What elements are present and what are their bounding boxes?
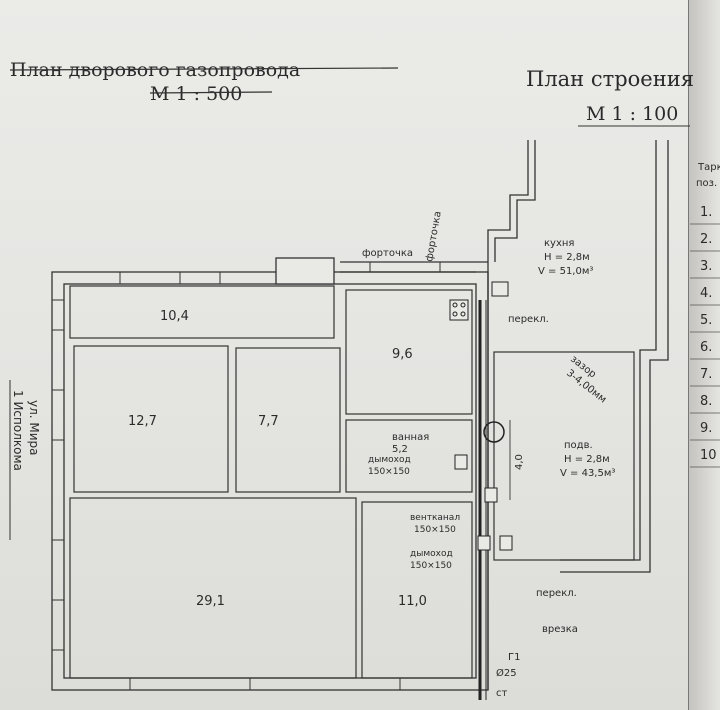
kitchen-name: кухня bbox=[544, 238, 574, 249]
label-pereks-bottom: перекл. bbox=[536, 588, 577, 599]
label-dymokhod-1: дымоход bbox=[368, 455, 411, 465]
strike-line bbox=[149, 91, 273, 94]
label-dim-vertical: 4,0 bbox=[514, 454, 525, 470]
side-table-head-2: поз. bbox=[696, 178, 717, 189]
label-st: ст bbox=[496, 688, 507, 699]
street-name-2: 1 Исполкома bbox=[11, 390, 25, 471]
house-outer-walls bbox=[51, 257, 489, 691]
room-area-12-7: 12,7 bbox=[128, 414, 157, 429]
label-dymokhod-1-size: 150×150 bbox=[368, 467, 410, 477]
side-table-row-number: 2. bbox=[700, 232, 712, 247]
street-name: ул. Мира bbox=[27, 400, 41, 456]
header-right-title: План строения bbox=[526, 67, 694, 91]
basement-height: H = 2,8м bbox=[564, 454, 610, 465]
side-table-row-number: 9. bbox=[700, 421, 712, 436]
room-area-9-6: 9,6 bbox=[392, 347, 413, 362]
side-table-rows: 1. 2. 3. 4. 5. 6. 7. 8. 9. 10 bbox=[690, 205, 720, 468]
header-right-scale: М 1 : 100 bbox=[586, 103, 678, 125]
paper-sheet bbox=[0, 0, 700, 710]
label-vrezka: врезка bbox=[542, 624, 578, 635]
header-left-title: План дворового газопровода bbox=[10, 59, 300, 81]
side-table-row-number: 7. bbox=[700, 367, 712, 382]
label-fortochka-2: форточка bbox=[424, 210, 444, 262]
interior-walls bbox=[69, 285, 635, 679]
side-table-row-number: 10 bbox=[700, 448, 717, 463]
side-table-row-number: 1. bbox=[700, 205, 712, 220]
label-fortochka-1: форточка bbox=[362, 248, 413, 259]
side-table-row-number: 6. bbox=[700, 340, 712, 355]
label-g1: Г1 bbox=[508, 652, 520, 663]
window-marks bbox=[52, 262, 441, 690]
bath-name: ванная bbox=[392, 432, 429, 443]
side-table-row-number: 5. bbox=[700, 313, 712, 328]
basement-name: подв. bbox=[564, 440, 593, 451]
label-dymokhod-2: дымоход bbox=[410, 549, 453, 559]
side-table-head-1: Тарк bbox=[697, 162, 720, 173]
room-area-7-7: 7,7 bbox=[258, 414, 279, 429]
room-area-10-4: 10,4 bbox=[160, 309, 189, 324]
appliances bbox=[449, 281, 513, 551]
side-table-row-number: 3. bbox=[700, 259, 712, 274]
label-pereks-top: перекл. bbox=[508, 314, 549, 325]
side-table-row-number: 4. bbox=[700, 286, 712, 301]
room-area-29-1: 29,1 bbox=[196, 594, 225, 609]
label-ventkanal: вентканал bbox=[410, 513, 460, 523]
bath-area: 5,2 bbox=[392, 444, 408, 455]
basement-volume: V = 43,5м³ bbox=[560, 468, 615, 479]
strike-line bbox=[9, 67, 399, 71]
header-left-scale: М 1 : 500 bbox=[150, 83, 242, 105]
kitchen-height: H = 2,8м bbox=[544, 252, 590, 263]
side-paper-sheet bbox=[688, 0, 720, 710]
label-pipe-diameter: Ø25 bbox=[496, 667, 517, 679]
room-area-11-0: 11,0 bbox=[398, 594, 427, 609]
side-table-row-number: 8. bbox=[700, 394, 712, 409]
kitchen-volume: V = 51,0м³ bbox=[538, 266, 593, 277]
label-ventkanal-size: 150×150 bbox=[414, 525, 456, 535]
label-dymokhod-2-size: 150×150 bbox=[410, 561, 452, 571]
